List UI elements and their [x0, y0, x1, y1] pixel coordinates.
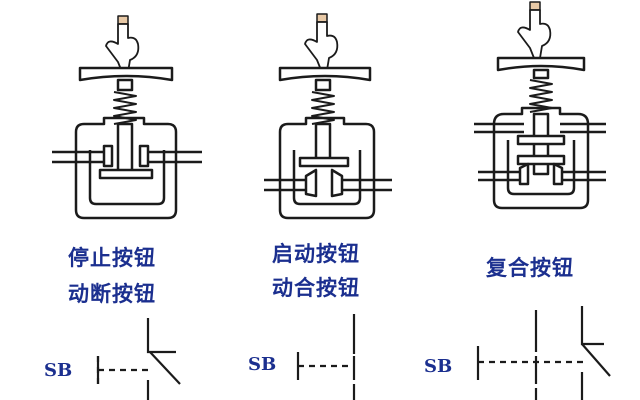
- start-button-label: 启动按钮: [272, 242, 360, 266]
- nc-button-label: 动断按钮: [68, 282, 156, 306]
- sb-label-compound: SB: [424, 356, 453, 377]
- pointing-hand-icon: [517, 1, 552, 59]
- compound-button-mechanism: [474, 1, 606, 210]
- stop-button-mechanism: [52, 15, 202, 220]
- no-button-label: 动合按钮: [272, 276, 360, 300]
- no-button-symbol: [296, 314, 356, 400]
- nc-button-symbol: [96, 318, 181, 400]
- pointing-hand-icon: [304, 13, 339, 71]
- stop-button-label: 停止按钮: [68, 246, 156, 270]
- pointing-hand-icon: [105, 15, 140, 73]
- compound-button-label: 复合按钮: [486, 256, 574, 280]
- start-button-mechanism: [264, 13, 392, 220]
- sb-label-nc: SB: [44, 360, 73, 381]
- compound-button-symbol: [476, 306, 611, 400]
- sb-label-no: SB: [248, 354, 277, 375]
